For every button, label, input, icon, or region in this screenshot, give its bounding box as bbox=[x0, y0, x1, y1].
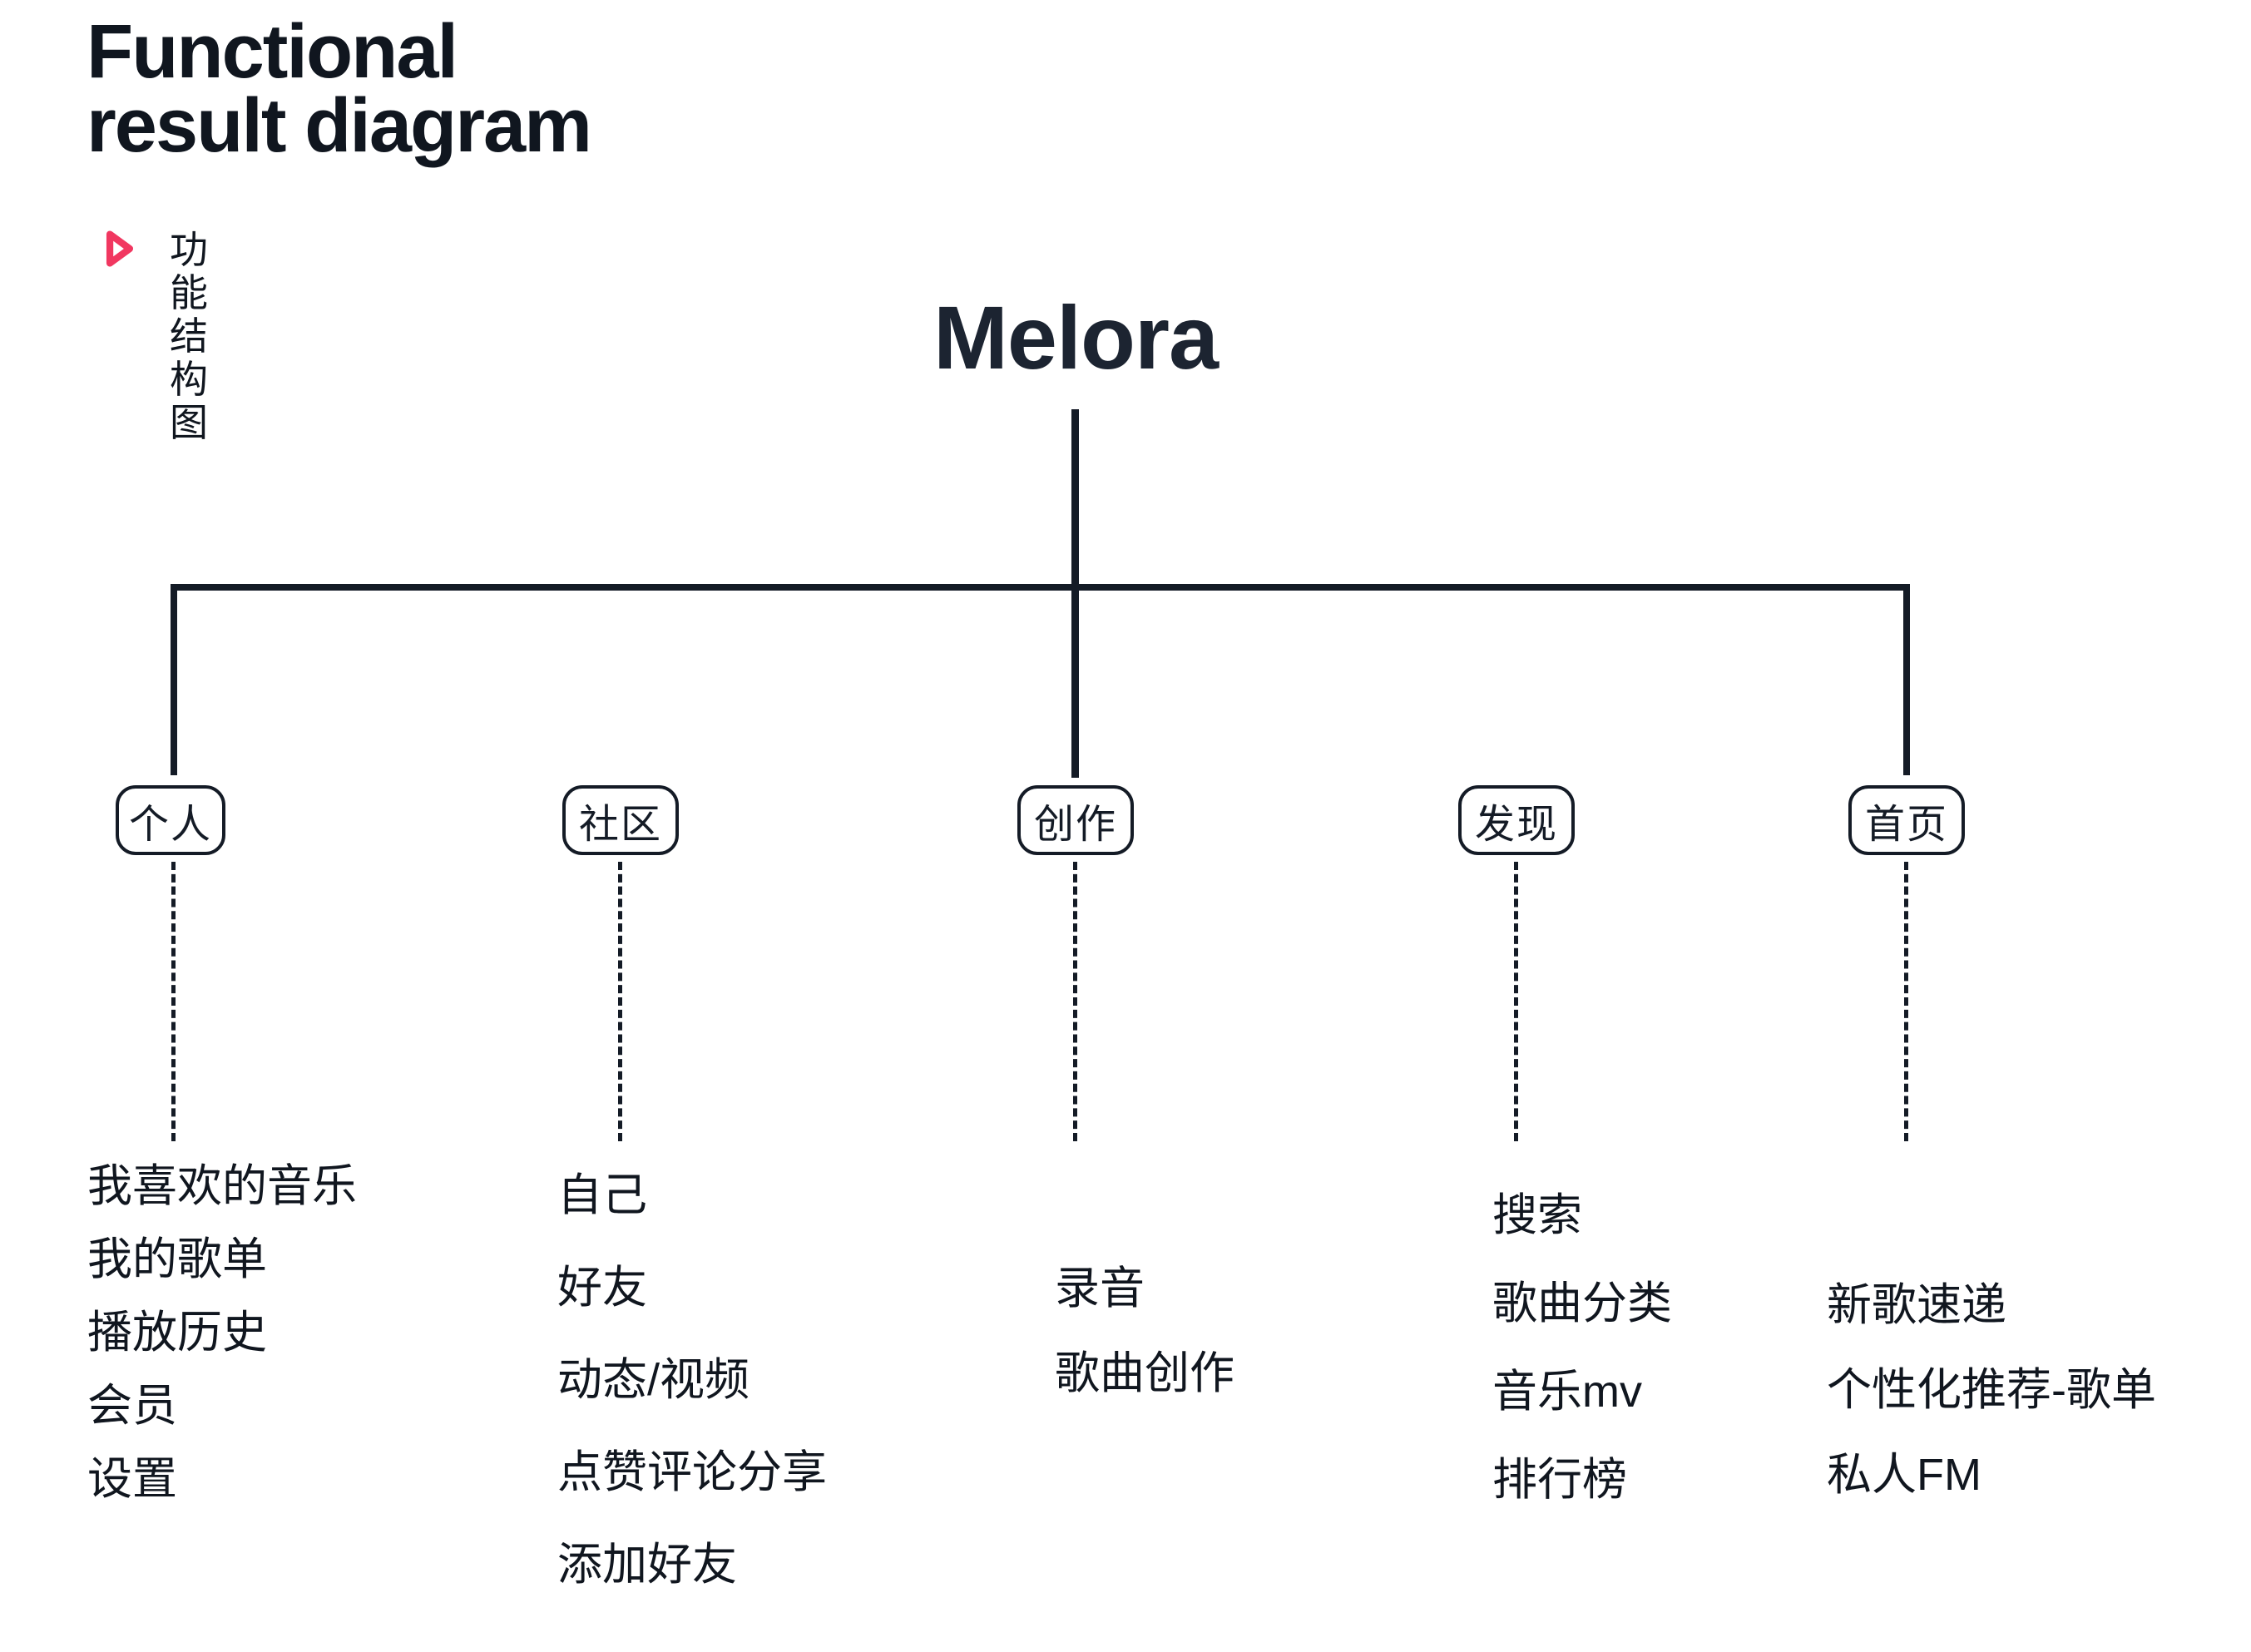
list-item: 歌曲创作 bbox=[1055, 1348, 1234, 1398]
leaf-list-home: 新歌速递 个性化推荐-歌单 私人FM bbox=[1827, 1263, 2156, 1517]
branch-node-create: 创作 bbox=[1017, 785, 1134, 855]
leaf-list-community: 自己 好友 动态/视频 点赞评论分享 添加好友 bbox=[557, 1150, 827, 1611]
dashed-line-create bbox=[1073, 862, 1077, 1141]
root-node-melora: Melora bbox=[933, 287, 1219, 388]
leaf-list-personal: 我喜欢的音乐 我的歌单 播放历史 会员 设置 bbox=[87, 1150, 357, 1516]
list-item: 动态/视频 bbox=[557, 1355, 750, 1405]
diagram-subtitle: 功能结构图 bbox=[170, 228, 208, 444]
left-drop-line bbox=[171, 584, 177, 775]
dashed-line-home bbox=[1904, 862, 1908, 1141]
list-item: 音乐mv bbox=[1492, 1367, 1642, 1417]
leaf-list-create: 录音 歌曲创作 bbox=[1055, 1246, 1234, 1416]
list-item: 会员 bbox=[87, 1381, 177, 1431]
page-title: Functional result diagram bbox=[87, 9, 592, 168]
branch-node-home: 首页 bbox=[1848, 785, 1965, 855]
list-item: 我喜欢的音乐 bbox=[87, 1161, 357, 1211]
list-item: 排行榜 bbox=[1492, 1455, 1627, 1505]
dashed-line-personal bbox=[171, 862, 176, 1141]
branch-node-community: 社区 bbox=[562, 785, 679, 855]
dashed-line-community bbox=[618, 862, 622, 1141]
list-item: 好友 bbox=[557, 1263, 647, 1313]
list-item: 播放历史 bbox=[87, 1308, 267, 1358]
list-item: 点赞评论分享 bbox=[557, 1447, 827, 1497]
list-item: 录音 bbox=[1055, 1264, 1145, 1313]
list-item: 设置 bbox=[87, 1454, 177, 1504]
branch-node-discover: 发现 bbox=[1458, 785, 1575, 855]
leaf-list-discover: 搜索 歌曲分类 音乐mv 排行榜 bbox=[1492, 1171, 1672, 1524]
trunk-connector-line bbox=[1071, 409, 1079, 778]
list-item: 新歌速递 bbox=[1827, 1280, 2006, 1330]
main-horizontal-line bbox=[171, 584, 1910, 591]
right-drop-line bbox=[1903, 584, 1910, 775]
list-item: 个性化推荐-歌单 bbox=[1827, 1365, 2156, 1415]
list-item: 我的歌单 bbox=[87, 1234, 267, 1284]
dashed-line-discover bbox=[1514, 862, 1518, 1141]
play-triangle-icon bbox=[106, 230, 134, 267]
list-item: 私人FM bbox=[1827, 1450, 1981, 1500]
branch-node-personal: 个人 bbox=[116, 785, 225, 855]
list-item: 自己 bbox=[557, 1170, 647, 1220]
list-item: 搜索 bbox=[1492, 1190, 1582, 1240]
list-item: 添加好友 bbox=[557, 1540, 737, 1590]
list-item: 歌曲分类 bbox=[1492, 1279, 1672, 1328]
